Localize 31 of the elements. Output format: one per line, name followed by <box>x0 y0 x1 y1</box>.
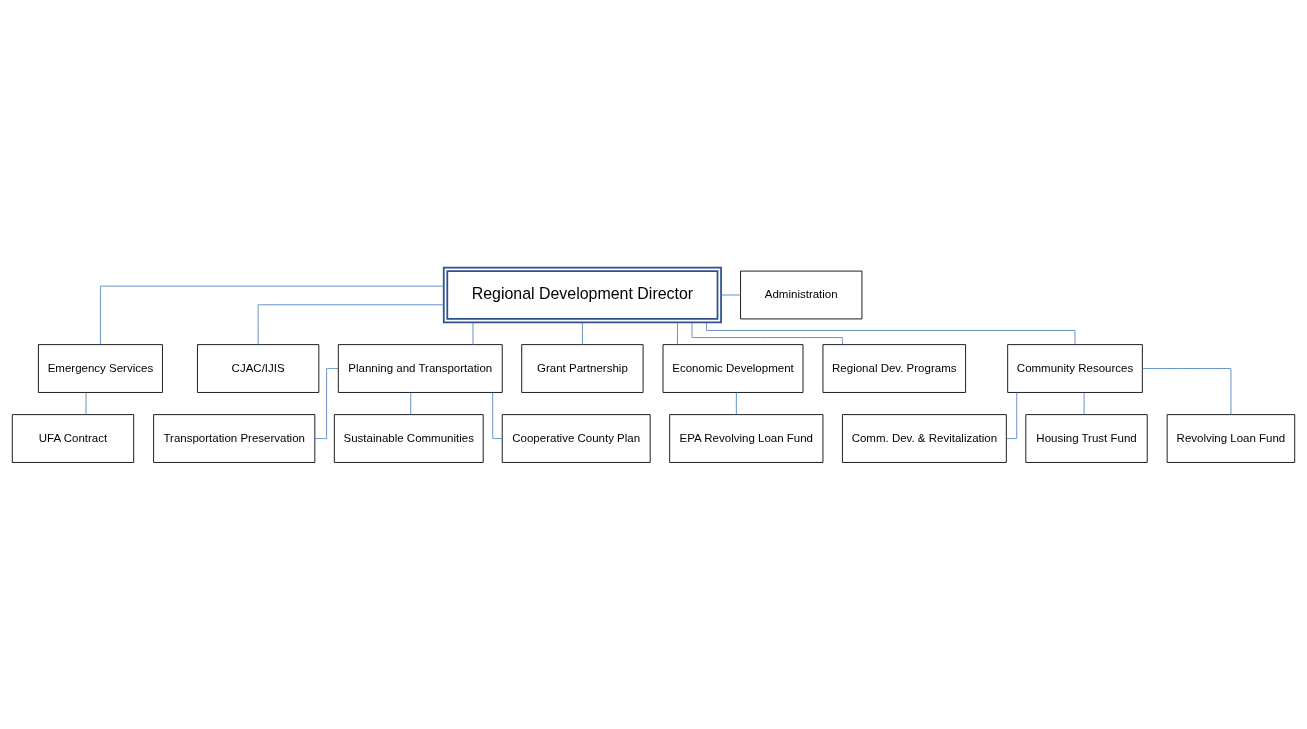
connector <box>314 367 339 439</box>
node-box: EPA Revolving Loan Fund <box>669 413 824 463</box>
node-box: Cooperative County Plan <box>501 413 651 463</box>
connector <box>257 303 445 345</box>
connector <box>410 391 412 415</box>
node-box: Housing Trust Fund <box>1025 413 1148 463</box>
node-box: CJAC/IJIS <box>197 343 320 393</box>
node-box: UFA Contract <box>11 413 135 463</box>
connector <box>706 321 1076 345</box>
node-box: Emergency Services <box>37 343 163 393</box>
connector <box>1083 391 1085 415</box>
connector <box>1006 391 1018 439</box>
node-box: Sustainable Communities <box>333 413 484 463</box>
node-box: Administration <box>740 270 863 319</box>
node-box: Transportation Preservation <box>153 413 316 463</box>
node-box: Comm. Dev. & Revitalization <box>842 413 1007 463</box>
node-box: Grant Partnership <box>521 343 644 393</box>
connector <box>720 294 741 295</box>
connector <box>492 391 503 439</box>
connector <box>1142 367 1232 415</box>
connector <box>691 321 843 345</box>
node-box: Revolving Loan Fund <box>1166 413 1296 463</box>
node-box: Community Resources <box>1007 343 1143 393</box>
connector <box>677 321 678 345</box>
node-box: Economic Development <box>662 343 804 393</box>
connector <box>100 285 445 345</box>
connector <box>735 391 737 415</box>
connector <box>472 321 474 345</box>
connector <box>581 321 583 345</box>
node-box: Planning and Transportation <box>337 343 503 393</box>
node-box: Regional Dev. Programs <box>822 343 967 393</box>
